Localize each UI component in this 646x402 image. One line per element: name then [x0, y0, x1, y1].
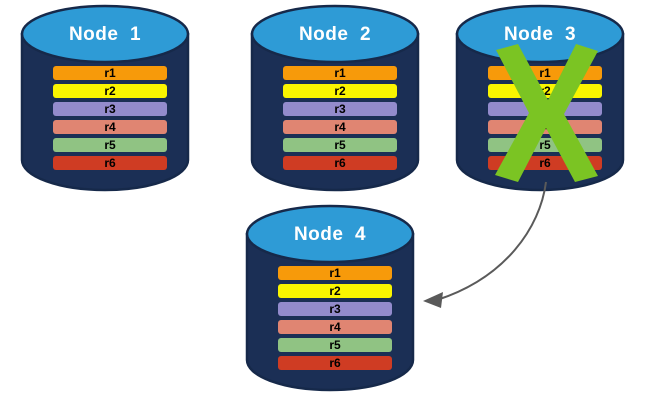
record-row[interactable]: r3: [283, 102, 397, 116]
record-row[interactable]: r5: [53, 138, 167, 152]
record-row[interactable]: r6: [283, 156, 397, 170]
record-row[interactable]: r2: [283, 84, 397, 98]
record-row[interactable]: r4: [278, 320, 392, 334]
record-row[interactable]: r2: [53, 84, 167, 98]
record-row[interactable]: r4: [53, 120, 167, 134]
node-4-cylinder[interactable]: Node 4 r1 r2 r3 r4 r5 r6: [245, 204, 415, 392]
record-row[interactable]: r1: [278, 266, 392, 280]
record-row[interactable]: r5: [278, 338, 392, 352]
node-4-records: r1 r2 r3 r4 r5 r6: [278, 266, 392, 370]
record-row[interactable]: r6: [278, 356, 392, 370]
record-row[interactable]: r3: [488, 102, 602, 116]
record-row[interactable]: r6: [53, 156, 167, 170]
record-row[interactable]: r2: [278, 284, 392, 298]
record-row[interactable]: r4: [283, 120, 397, 134]
node-1-records: r1 r2 r3 r4 r5 r6: [53, 66, 167, 170]
node-1-cylinder[interactable]: Node 1 r1 r2 r3 r4 r5 r6: [20, 4, 190, 192]
record-row[interactable]: r4: [488, 120, 602, 134]
node-3-records: r1 r2 r3 r4 r5 r6: [488, 66, 602, 170]
node-2-records: r1 r2 r3 r4 r5 r6: [283, 66, 397, 170]
record-row[interactable]: r5: [488, 138, 602, 152]
node-2-cylinder[interactable]: Node 2 r1 r2 r3 r4 r5 r6: [250, 4, 420, 192]
record-row[interactable]: r3: [278, 302, 392, 316]
record-row[interactable]: r2: [488, 84, 602, 98]
record-row[interactable]: r1: [488, 66, 602, 80]
record-row[interactable]: r6: [488, 156, 602, 170]
record-row[interactable]: r1: [53, 66, 167, 80]
record-row[interactable]: r5: [283, 138, 397, 152]
node-3-cylinder[interactable]: Node 3 r1 r2 r3 r4 r5 r6: [455, 4, 625, 192]
record-row[interactable]: r3: [53, 102, 167, 116]
record-row[interactable]: r1: [283, 66, 397, 80]
